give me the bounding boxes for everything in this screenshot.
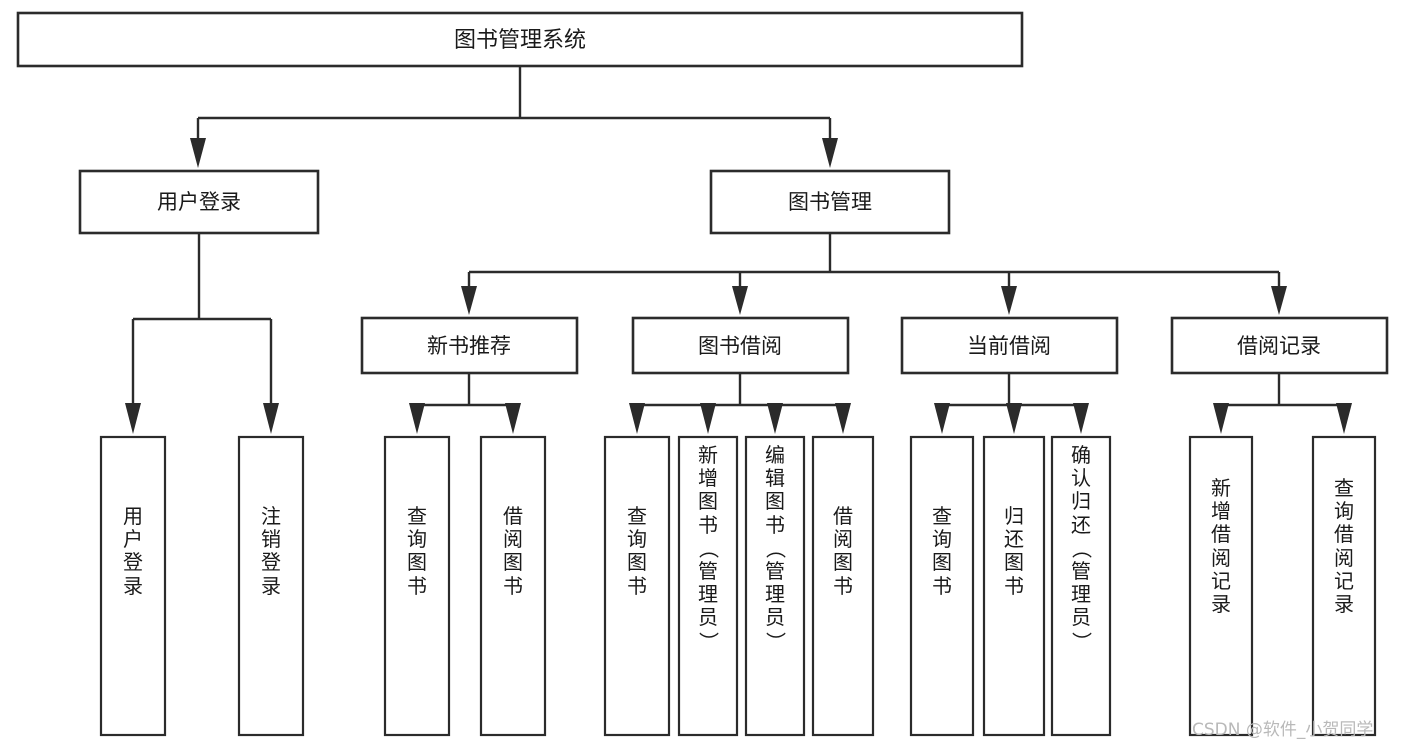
connector-book-borrow-to-leaves: [629, 373, 851, 434]
node-new-book-recommend-box[interactable]: [360, 316, 579, 375]
node-book-manage[interactable]: 图书管理: [709, 169, 951, 235]
arrow-head-leaf-add-borrow-record: [1213, 403, 1229, 434]
arrow-head-leaf-add-book-admin: [700, 403, 716, 434]
arrow-head-book-manage: [822, 138, 838, 168]
arrow-head-user-login: [190, 138, 206, 168]
leaf-query-borrow-record-box[interactable]: [1311, 435, 1377, 737]
arrow-head-leaf-query-book-2: [629, 403, 645, 434]
arrow-head-leaf-edit-book-admin: [767, 403, 783, 434]
arrow-head-new-book-recommend: [461, 286, 477, 315]
node-current-borrow-label: 当前借阅: [967, 334, 1051, 358]
arrow-head-leaf-user-login: [125, 403, 141, 434]
leaf-return-book-box[interactable]: [982, 435, 1046, 737]
node-book-borrow-label: 图书借阅: [698, 334, 782, 358]
node-book-borrow[interactable]: 图书借阅: [631, 316, 850, 375]
connector-current-borrow-to-leaves: [934, 373, 1089, 434]
leaf-confirm-return-admin-box[interactable]: [1050, 435, 1112, 737]
arrow-head-borrow-record: [1271, 286, 1287, 315]
arrow-head-book-borrow: [732, 286, 748, 315]
node-root[interactable]: 图书管理系统: [16, 11, 1024, 68]
arrow-head-leaf-confirm-return-admin: [1073, 403, 1089, 434]
arrow-head-current-borrow: [1001, 286, 1017, 315]
node-user-login[interactable]: 用户登录: [78, 169, 320, 235]
connector-borrow-record-to-leaves: [1213, 373, 1352, 434]
leaf-borrow-book-2-box[interactable]: [811, 435, 875, 737]
node-user-login-box[interactable]: [78, 169, 320, 235]
csdn-watermark: CSDN @软件_小贺同学: [1192, 720, 1374, 740]
node-user-login-label: 用户登录: [157, 190, 241, 214]
node-borrow-record[interactable]: 借阅记录: [1170, 316, 1389, 375]
arrow-head-leaf-query-borrow-record: [1336, 403, 1352, 434]
arrow-head-leaf-borrow-book-1: [505, 403, 521, 434]
node-root-box[interactable]: [16, 11, 1024, 68]
node-new-book-recommend-label: 新书推荐: [427, 334, 511, 358]
leaf-borrow-book-1-box[interactable]: [479, 435, 547, 737]
connector-book-manage-to-level2: [461, 233, 1287, 315]
connector-user-login-to-leaves: [125, 233, 279, 434]
arrow-head-leaf-borrow-book-2: [835, 403, 851, 434]
leaf-boxes-group: [99, 435, 1377, 737]
leaf-logout-box[interactable]: [237, 435, 305, 737]
leaf-edit-book-admin-box[interactable]: [744, 435, 806, 737]
node-root-label: 图书管理系统: [454, 28, 586, 53]
leaf-add-book-admin-box[interactable]: [677, 435, 739, 737]
leaf-query-book-1-box[interactable]: [383, 435, 451, 737]
arrow-head-leaf-return-book: [1006, 403, 1022, 434]
node-new-book-recommend[interactable]: 新书推荐: [360, 316, 579, 375]
node-current-borrow[interactable]: 当前借阅: [900, 316, 1119, 375]
connector-root-to-level1: [190, 66, 838, 168]
leaf-query-book-2-box[interactable]: [603, 435, 671, 737]
leaf-query-book-3-box[interactable]: [909, 435, 975, 737]
node-current-borrow-box[interactable]: [900, 316, 1119, 375]
leaf-user-login-box[interactable]: [99, 435, 167, 737]
leaf-add-borrow-record-box[interactable]: [1188, 435, 1254, 737]
arrow-head-leaf-query-book-3: [934, 403, 950, 434]
arrow-head-leaf-query-book-1: [409, 403, 425, 434]
node-borrow-record-label: 借阅记录: [1237, 334, 1321, 358]
node-book-manage-label: 图书管理: [788, 190, 872, 214]
arrow-head-leaf-logout: [263, 403, 279, 434]
connector-new-book-recommend-to-leaves: [409, 373, 521, 434]
